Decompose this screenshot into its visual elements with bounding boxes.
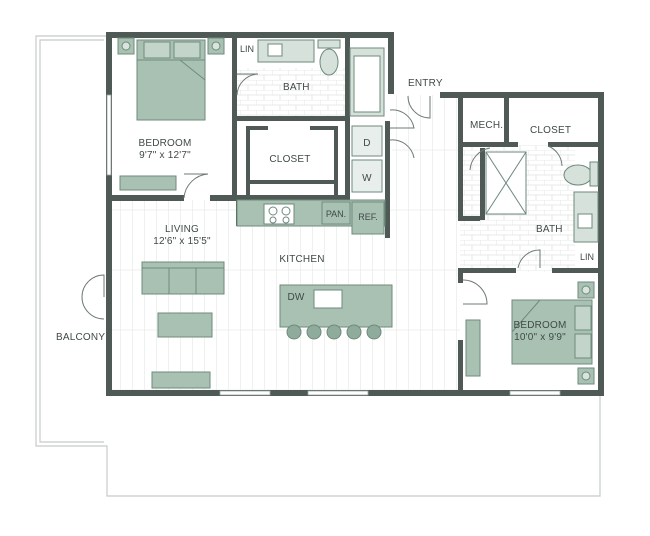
label-closet1: CLOSET: [269, 154, 310, 165]
label-bath2: BATH: [536, 224, 563, 235]
dresser-2: [465, 319, 481, 377]
tv-console: [151, 371, 211, 389]
dresser-1: [119, 175, 177, 191]
furniture: [117, 37, 599, 389]
room-labels: BEDROOM 9'7" x 12'7" LIN BATH CLOSET D W…: [56, 44, 594, 343]
vanity-1: [257, 39, 315, 63]
sofa: [141, 261, 225, 295]
label-bath1: BATH: [283, 82, 310, 93]
label-kitchen: KITCHEN: [279, 254, 324, 265]
toilet-2: [563, 164, 593, 186]
label-balcony: BALCONY: [56, 332, 105, 343]
label-refrigerator: REF.: [358, 212, 378, 222]
label-pantry: PAN.: [326, 209, 346, 219]
label-living: LIVING: [165, 224, 199, 235]
label-mech: MECH.: [470, 120, 503, 131]
windows: [106, 94, 561, 396]
label-closet2: CLOSET: [530, 125, 571, 136]
label-bedroom1: BEDROOM: [138, 138, 191, 149]
label-dryer: D: [363, 138, 370, 149]
label-living-size: 12'6" x 15'5": [153, 236, 211, 247]
label-lin2: LIN: [580, 252, 594, 262]
label-bedroom2: BEDROOM: [513, 320, 566, 331]
label-washer: W: [362, 173, 372, 184]
toilet-1: [317, 39, 341, 49]
balcony-outline: [35, 35, 601, 497]
label-bedroom1-size: 9'7" x 12'7": [139, 150, 191, 161]
walls: [106, 32, 604, 396]
label-dishwasher: DW: [287, 292, 304, 303]
coffee-table: [157, 312, 213, 338]
refrigerator: [351, 201, 385, 235]
label-bedroom2-size: 10'0" x 9'9": [514, 332, 566, 343]
pantry: [321, 201, 351, 225]
label-entry: ENTRY: [408, 78, 443, 89]
label-lin1: LIN: [240, 44, 254, 54]
